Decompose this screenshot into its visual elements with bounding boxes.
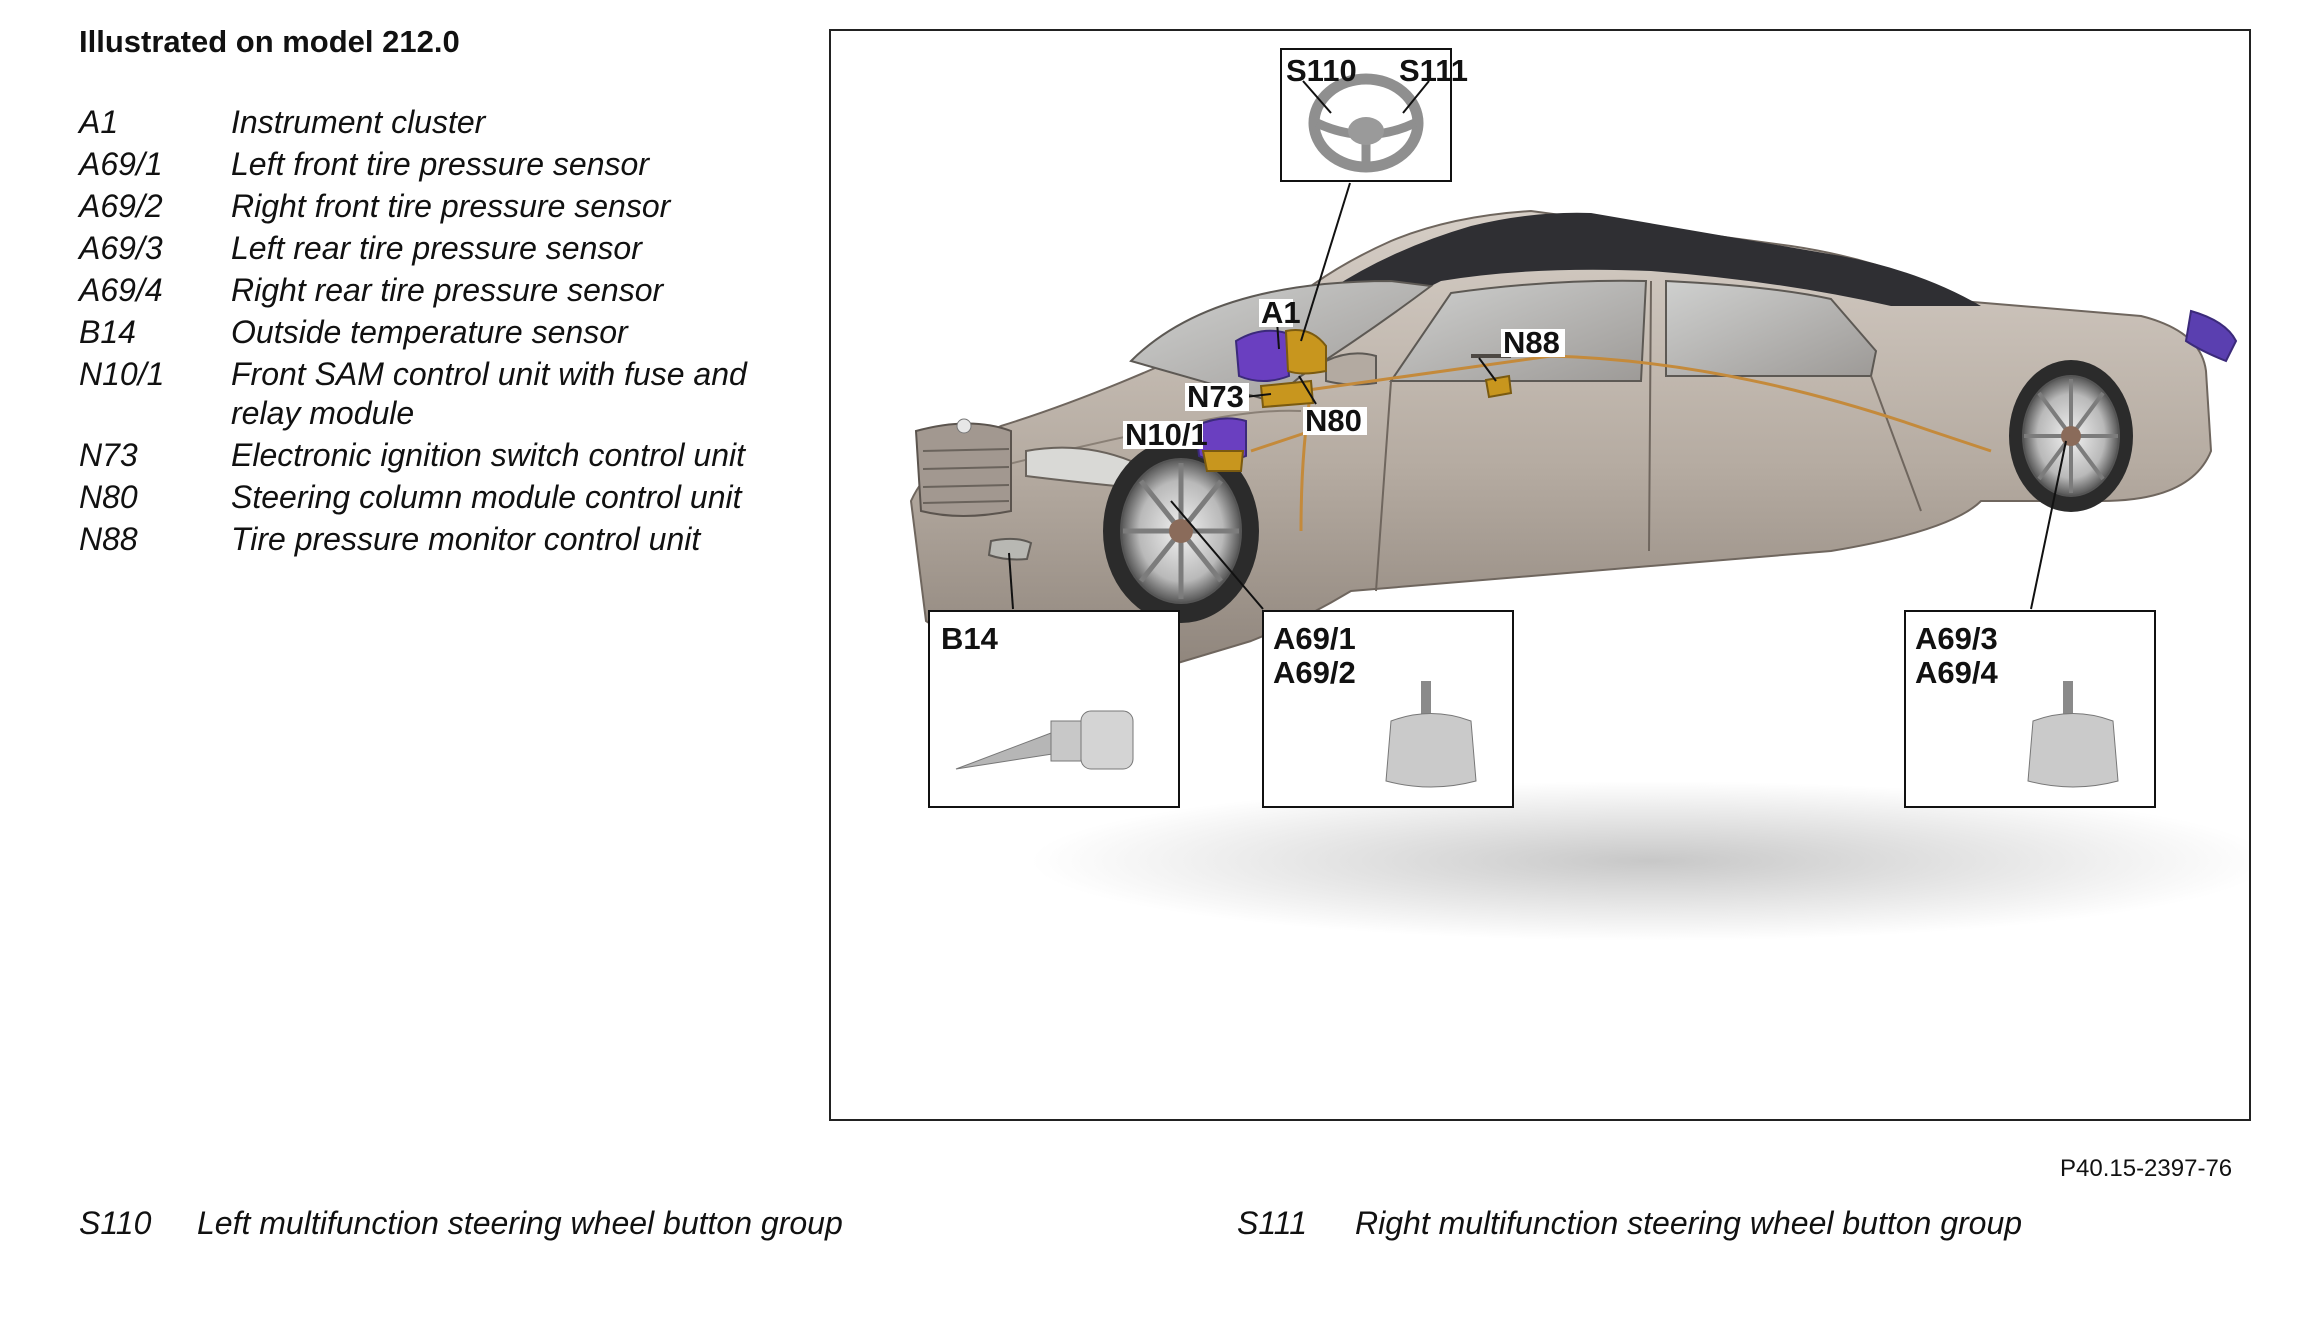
callout-s110: S110 (1286, 53, 1357, 88)
legend-desc: Right front tire pressure sensor (231, 188, 671, 224)
legend-code: N80 (79, 479, 138, 515)
legend-item: A1 Instrument cluster (79, 103, 779, 142)
legend-code: A69/4 (79, 272, 163, 308)
wiring-harness (1250, 354, 1992, 532)
legend-desc: Left front tire pressure sensor (231, 146, 649, 182)
rear-wheel (2009, 360, 2133, 512)
callout-a69-2: A69/2 (1273, 655, 1356, 690)
legend-desc: Electronic ignition switch control unit (231, 437, 746, 473)
grille-slats (922, 448, 1010, 504)
car-roof (1271, 212, 1981, 336)
fog-light (987, 537, 1033, 561)
component-location-figure: S110 S111 A1 N88 N73 N80 N10/1 B14 A69/1… (829, 29, 2251, 1121)
a69-rear-inset: A69/3 A69/4 (1904, 610, 2156, 808)
legend-code: B14 (79, 314, 136, 350)
ground-shadow (1031, 781, 2249, 941)
callout-n73-bg (1185, 383, 1249, 411)
legend-code: N88 (79, 521, 138, 557)
legend-desc: Front SAM control unit with fuse and rel… (231, 356, 747, 431)
legend-item: B14 Outside temperature sensor (79, 313, 779, 352)
legend-desc: Instrument cluster (231, 104, 486, 140)
callout-n88: N88 (1503, 325, 1560, 360)
component-legend: A1 Instrument cluster A69/1 Left front tir… (79, 103, 779, 562)
steering-column-component (1284, 329, 1327, 375)
legend-desc: Left rear tire pressure sensor (231, 230, 642, 266)
figure-reference-id: P40.15-2397-76 (2060, 1155, 2233, 1182)
front-grille (914, 422, 1012, 517)
footnote-s110: S110 Left multifunction steering wheel b… (79, 1205, 843, 1242)
a69-front-inset: A69/1 A69/2 (1262, 610, 1514, 808)
instrument-cluster-component (1234, 329, 1291, 382)
footnote-code: S111 (1237, 1205, 1307, 1241)
page-heading: Illustrated on model 212.0 (79, 24, 460, 59)
tail-light (2184, 309, 2238, 363)
legend-item: N80 Steering column module control unit (79, 478, 779, 517)
callout-n88-bg (1501, 329, 1565, 357)
callout-a1: A1 (1261, 295, 1301, 330)
legend-item: N73 Electronic ignition switch control un… (79, 436, 779, 475)
legend-code: A1 (79, 104, 119, 140)
callout-a69-3: A69/3 (1915, 621, 1998, 656)
footnote-code: S110 (79, 1205, 152, 1241)
legend-item: N88 Tire pressure monitor control unit (79, 520, 779, 559)
legend-code: A69/2 (79, 188, 163, 224)
legend-desc: Tire pressure monitor control unit (231, 521, 701, 557)
callout-a69-4: A69/4 (1915, 655, 1998, 690)
legend-code: A69/1 (79, 146, 163, 182)
callout-n73: N73 (1187, 379, 1244, 414)
front-wheel (1103, 439, 1259, 623)
b14-inset: B14 (928, 610, 1180, 808)
tire-pressure-control-component (1484, 374, 1513, 399)
callout-s111: S111 (1399, 53, 1468, 88)
callout-a1-bg (1259, 299, 1293, 327)
footnote-desc: Right multifunction steering wheel butto… (1355, 1205, 2023, 1241)
car-illustration: S110 S111 A1 N88 N73 N80 N10/1 B14 A69/1… (909, 48, 2249, 941)
legend-code: N73 (79, 437, 138, 473)
door-seams (1375, 280, 1922, 592)
ignition-switch-component (1259, 379, 1315, 409)
side-mirror (1325, 352, 1377, 386)
callout-a69-1: A69/1 (1273, 621, 1356, 656)
legend-desc: Right rear tire pressure sensor (231, 272, 664, 308)
callout-b14: B14 (941, 621, 999, 656)
steering-wheel-inset: S110 S111 (1280, 48, 1468, 182)
legend-code: A69/3 (79, 230, 163, 266)
footnote-desc: Left multifunction steering wheel button… (197, 1205, 843, 1241)
legend-item: N10/1 Front SAM control unit with fuse an… (79, 355, 779, 433)
callout-n80-bg (1303, 407, 1367, 435)
legend-item: A69/4 Right rear tire pressure sensor (79, 271, 779, 310)
footnote-s111: S111 Right multifunction steering wheel … (1237, 1205, 2022, 1242)
legend-item: A69/2 Right front tire pressure sensor (79, 187, 779, 226)
side-window-rear (1665, 279, 1878, 377)
legend-desc: Outside temperature sensor (231, 314, 628, 350)
legend-desc: Steering column module control unit (231, 479, 742, 515)
callout-n10-1-bg (1123, 421, 1203, 449)
callout-n10-1: N10/1 (1125, 417, 1208, 452)
legend-item: A69/1 Left front tire pressure sensor (79, 145, 779, 184)
fuse-relay-component (1201, 450, 1245, 472)
callout-n80: N80 (1305, 403, 1362, 438)
legend-code: N10/1 (79, 356, 165, 392)
hood-star (956, 418, 972, 434)
legend-item: A69/3 Left rear tire pressure sensor (79, 229, 779, 268)
